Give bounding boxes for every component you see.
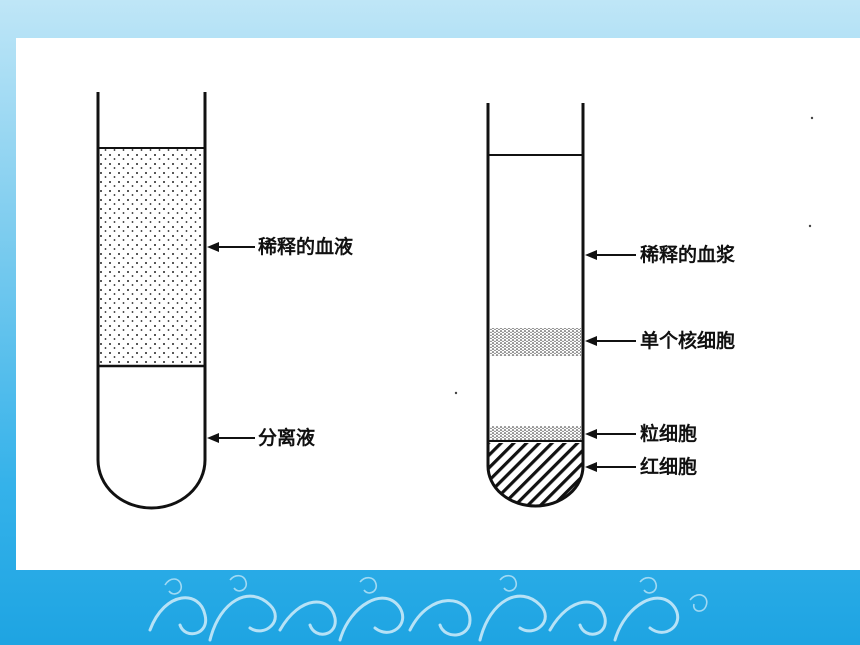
label-granulocytes: 粒细胞 [640, 423, 698, 445]
diluted-blood-layer [98, 148, 205, 366]
label-arrows [207, 242, 636, 472]
decorative-swirl-border [148, 574, 708, 642]
mononuclear-cell-layer [490, 328, 581, 356]
granulocyte-layer [490, 426, 581, 440]
label-red-blood-cells: 红细胞 [640, 456, 698, 478]
label-diluted-plasma: 稀释的血浆 [640, 244, 736, 266]
left-test-tube [96, 92, 207, 510]
red-blood-cell-layer [488, 443, 583, 507]
label-separation-fluid: 分离液 [258, 427, 316, 449]
label-diluted-blood: 稀释的血液 [258, 236, 354, 258]
label-mononuclear-cells: 单个核细胞 [640, 330, 736, 352]
right-test-tube [486, 103, 585, 508]
